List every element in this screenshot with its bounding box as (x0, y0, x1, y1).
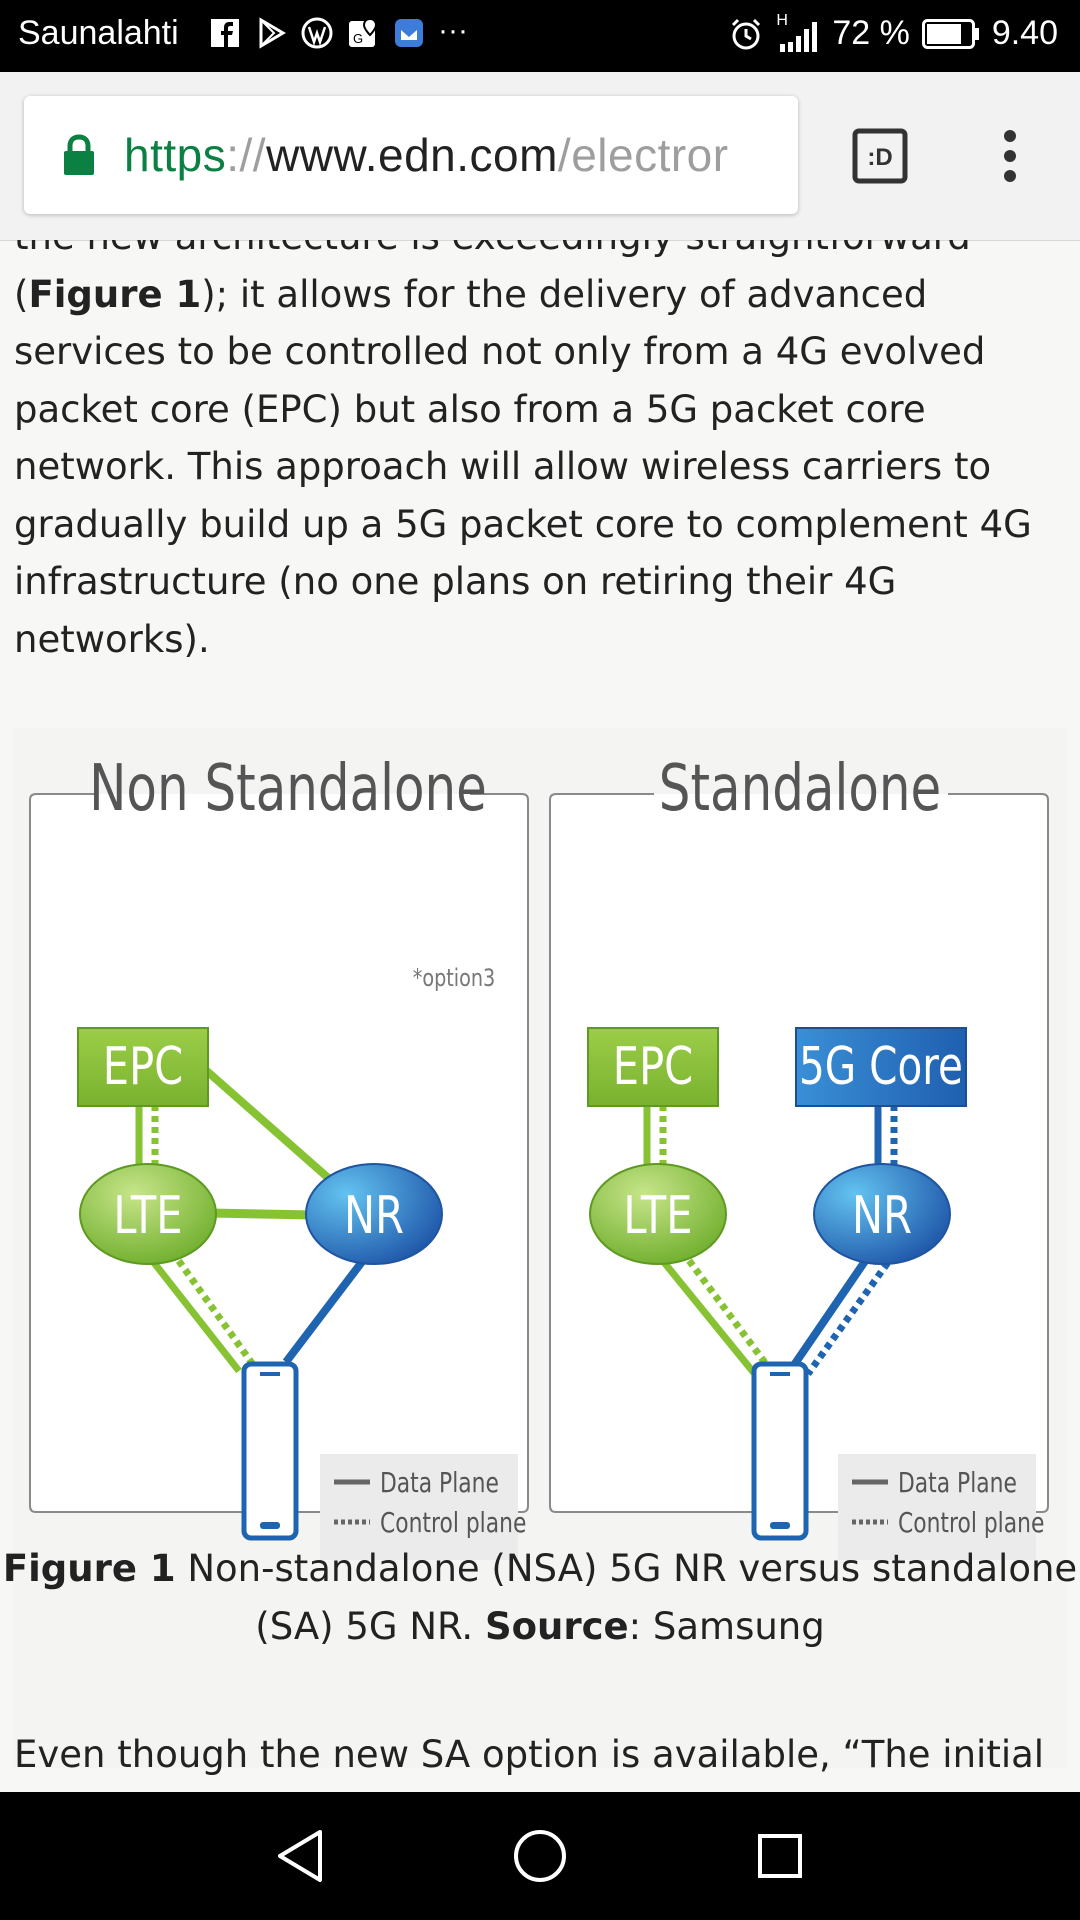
url-path: /electror (557, 129, 729, 181)
recents-square-icon[interactable] (748, 1824, 812, 1888)
epc-label: EPC (103, 1037, 183, 1098)
sa-nr-node: NR (813, 1163, 951, 1265)
system-status: H 72 % 9.40 (728, 12, 1058, 53)
back-triangle-icon[interactable] (268, 1824, 332, 1888)
figure-nsa-vs-sa-diagram: Non Standalone *option3 EPC LTE (14, 728, 1066, 1768)
carrier-name: Saunalahti (18, 14, 179, 52)
legend-control-plane: Control plane (380, 1506, 526, 1538)
nsa-legend: Data Plane Control plane (320, 1454, 526, 1560)
notification-icons: G ··· (208, 16, 468, 50)
sa-epc-node: EPC (587, 1027, 719, 1107)
5g-core-label: 5G Core (799, 1036, 963, 1096)
panel-title-standalone: Standalone (659, 751, 941, 826)
caption-label: Figure 1 (2, 1547, 176, 1590)
sa-5g-core-node: 5G Core (795, 1027, 967, 1107)
panel-title-non-standalone: Non Standalone (89, 751, 487, 826)
standalone-panel: Standalone EPC 5G Core LTE (549, 751, 1049, 1560)
lock-icon (64, 134, 94, 175)
navigation-bar (0, 1792, 1080, 1920)
status-bar: Saunalahti G ··· H 72 % 9.40 (0, 0, 1080, 72)
article-content[interactable]: the new architecture is exceedingly stra… (0, 240, 1080, 1792)
sa-phone-icon (751, 1361, 809, 1541)
wordpress-icon (301, 17, 333, 49)
svg-text:G: G (353, 31, 363, 46)
legend-data-plane: Data Plane (380, 1466, 499, 1498)
alarm-clock-icon (732, 18, 761, 49)
url-domain: www.edn.com (266, 129, 558, 181)
epc-label: EPC (613, 1037, 693, 1098)
battery-percent: 72 % (832, 14, 910, 52)
article-paragraph: Even though the new SA option is availab… (14, 1733, 1045, 1792)
clock-time: 9.40 (991, 14, 1058, 52)
nsa-lte-node: LTE (79, 1163, 217, 1265)
nsa-phone-icon (241, 1361, 299, 1541)
google-maps-icon: G (349, 17, 378, 47)
more-notifications-indicator: ··· (438, 14, 468, 47)
lte-label: LTE (113, 1186, 182, 1247)
overflow-menu-button[interactable] (996, 128, 1024, 184)
address-bar[interactable]: https://www.edn.com/electror (24, 96, 798, 214)
url-separator: :// (226, 129, 267, 181)
url-scheme: https (124, 129, 227, 181)
more-vert-icon (1004, 130, 1016, 182)
network-type-badge: H (776, 12, 820, 52)
play-store-icon (259, 17, 286, 49)
figure-caption: Figure 1 Non-standalone (NSA) 5G NR vers… (2, 1547, 1078, 1648)
article-paragraph: the new architecture is exceedingly stra… (14, 240, 1032, 661)
lte-label: LTE (623, 1186, 692, 1247)
option-note: *option3 (413, 965, 495, 993)
non-standalone-panel: Non Standalone *option3 EPC LTE (29, 751, 529, 1560)
browser-toolbar: https://www.edn.com/electror :D (0, 72, 1080, 241)
nsa-epc-node: EPC (77, 1027, 209, 1107)
sa-legend: Data Plane Control plane (838, 1454, 1044, 1560)
messenger-icon (395, 19, 423, 47)
nr-label: NR (344, 1186, 404, 1247)
signal-strength-icon (780, 21, 818, 52)
facebook-icon (211, 19, 239, 47)
tab-switcher-label: :D (867, 144, 892, 171)
figure-reference: Figure 1 (28, 272, 202, 316)
legend-control-plane: Control plane (898, 1506, 1044, 1538)
source-label: Source (484, 1605, 629, 1648)
nr-label: NR (852, 1186, 912, 1247)
tab-switcher-button[interactable]: :D (852, 128, 908, 184)
battery-icon (921, 18, 979, 49)
home-circle-icon[interactable] (508, 1824, 572, 1888)
sa-lte-node: LTE (589, 1163, 727, 1265)
tab-switcher-icon: :D (852, 128, 908, 184)
nsa-nr-node: NR (305, 1163, 443, 1265)
legend-data-plane: Data Plane (898, 1466, 1017, 1498)
url-text: https://www.edn.com/electror (124, 128, 729, 182)
